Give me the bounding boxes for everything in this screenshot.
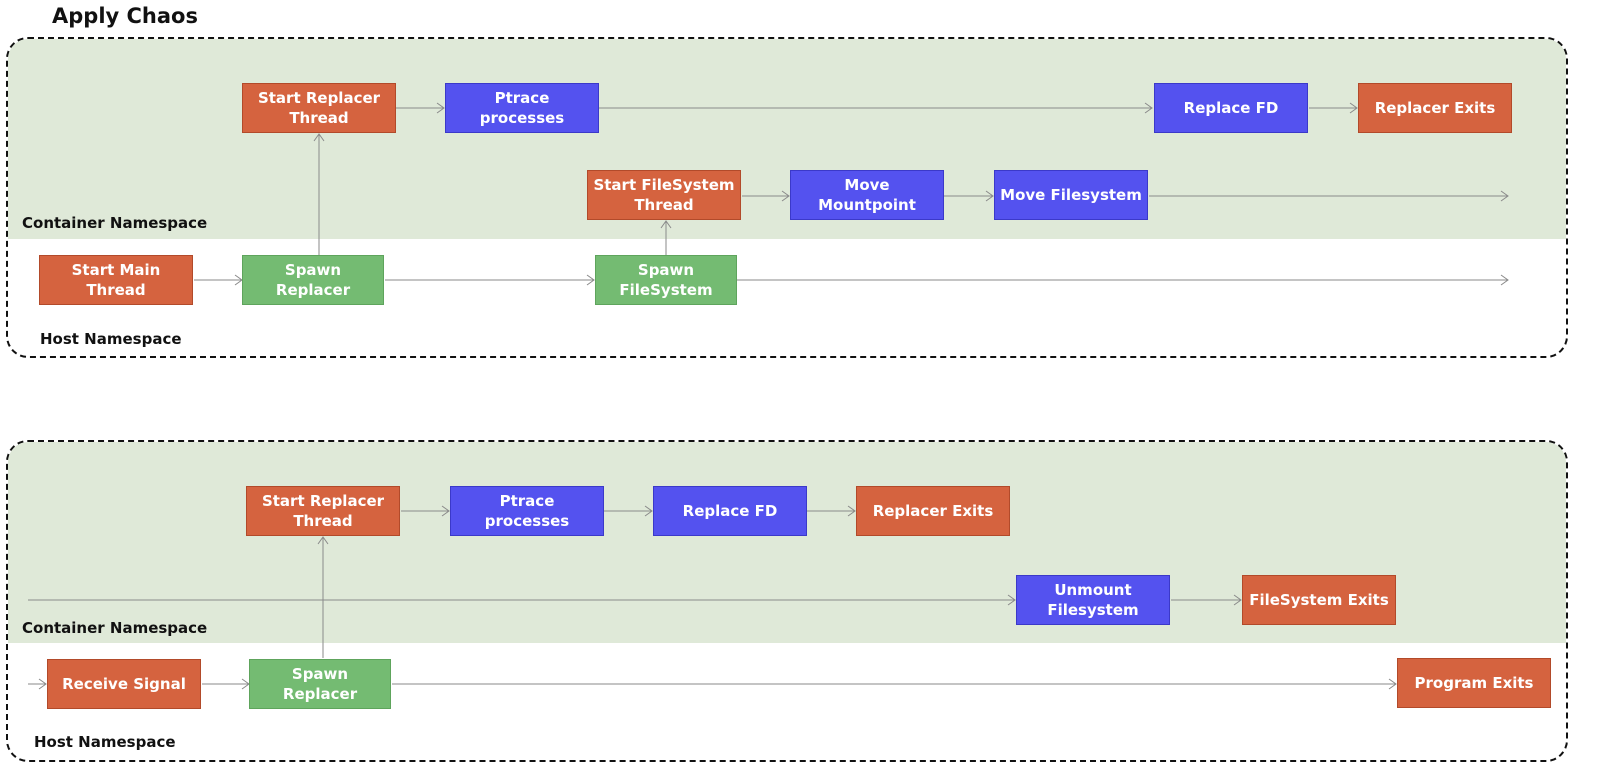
ptrace-processes-node: Ptrace processes bbox=[450, 486, 604, 536]
unmount-filesystem-node: Unmount Filesystem bbox=[1016, 575, 1170, 625]
container-namespace-band bbox=[8, 39, 1566, 239]
filesystem-exits-node: FileSystem Exits bbox=[1242, 575, 1396, 625]
replace-fd-node: Replace FD bbox=[653, 486, 807, 536]
host-namespace-label: Host Namespace bbox=[34, 733, 176, 751]
replacer-exits-node: Replacer Exits bbox=[1358, 83, 1512, 133]
replace-fd-node: Replace FD bbox=[1154, 83, 1308, 133]
start-main-thread-node: Start Main Thread bbox=[39, 255, 193, 305]
container-namespace-label: Container Namespace bbox=[22, 214, 208, 232]
spawn-filesystem-node: Spawn FileSystem bbox=[595, 255, 737, 305]
apply-chaos-panel: Container Namespace Host Namespace bbox=[6, 37, 1568, 358]
spawn-replacer-node: Spawn Replacer bbox=[249, 659, 391, 709]
program-exits-node: Program Exits bbox=[1397, 658, 1551, 708]
start-filesystem-thread-node: Start FileSystem Thread bbox=[587, 170, 741, 220]
diagram-title: Apply Chaos bbox=[52, 4, 198, 28]
receive-signal-node: Receive Signal bbox=[47, 659, 201, 709]
replacer-exits-node: Replacer Exits bbox=[856, 486, 1010, 536]
move-filesystem-node: Move Filesystem bbox=[994, 170, 1148, 220]
start-replacer-thread-node: Start Replacer Thread bbox=[246, 486, 400, 536]
move-mountpoint-node: Move Mountpoint bbox=[790, 170, 944, 220]
spawn-replacer-node: Spawn Replacer bbox=[242, 255, 384, 305]
host-namespace-label: Host Namespace bbox=[40, 330, 182, 348]
container-namespace-label: Container Namespace bbox=[22, 619, 208, 637]
start-replacer-thread-node: Start Replacer Thread bbox=[242, 83, 396, 133]
ptrace-processes-node: Ptrace processes bbox=[445, 83, 599, 133]
